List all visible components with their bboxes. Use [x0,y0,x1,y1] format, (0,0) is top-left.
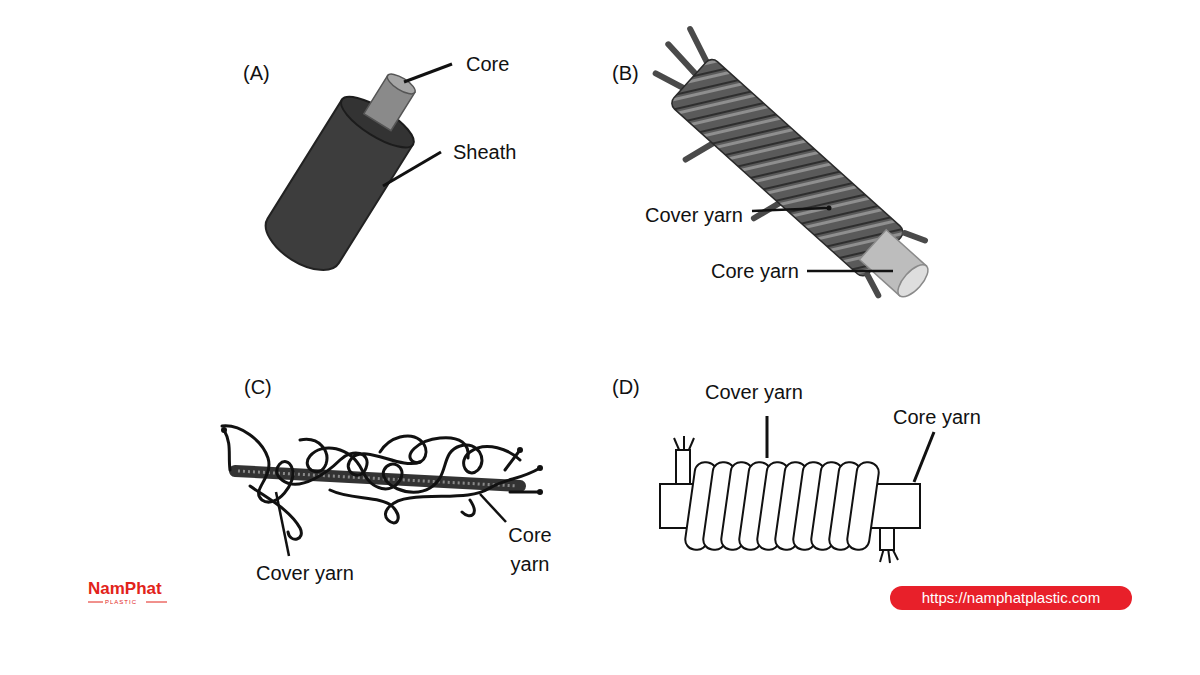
cover-fibre [330,468,540,523]
leader-line [766,416,769,458]
part-label: Core yarn [498,521,562,579]
cover-fibre [300,439,520,492]
core-face [893,260,933,302]
leader-line [914,432,934,482]
wrap-turn [846,461,880,551]
sheath-core-fibre [256,57,440,282]
url-pill [890,586,1132,610]
loose-strand [681,29,717,63]
panel-letter: (B) [612,61,639,85]
leader-dot [827,206,832,211]
cover-fibre [380,436,468,463]
leader-line [807,270,893,273]
part-label: Core yarn [711,259,799,283]
loose-strand [666,44,700,75]
part-label: Cover yarn [256,561,354,585]
wrapped-yarn [660,436,920,563]
logo-text: NamPhat [88,580,162,598]
part-label: Core [466,52,509,76]
twisted-yarn [619,25,945,333]
fibre-end [537,465,543,471]
fibre-tip [683,436,685,451]
cover-loops [222,426,540,539]
part-label: Sheath [453,140,516,164]
loose-strand [905,227,925,246]
core-face [384,70,417,97]
fibre-stub [880,526,894,550]
logo-rule [146,602,167,603]
leader-line [404,64,452,82]
panel-letter: (C) [244,375,272,399]
cover-fibre [505,450,520,470]
leader-line [383,152,441,186]
url-text: https://namphatplastic.com [890,586,1132,610]
fibre-end [537,489,543,495]
cover-fibre [510,491,540,494]
panel-letter: (D) [612,375,640,399]
cover-strands [669,56,907,279]
fibre-stub [676,450,690,486]
cover-fibre [224,430,230,470]
leader-line [276,492,289,556]
fibre-end [517,447,523,453]
loose-strand [862,275,884,296]
fibre-end [221,427,227,433]
part-label: Core yarn [893,405,981,429]
cover-fibre [462,500,474,516]
panel-letter: (A) [243,61,270,85]
leader-line [752,208,828,211]
logo-rule [88,602,103,603]
leader-line [480,494,506,522]
part-label: Cover yarn [645,203,743,227]
logo-subtext: PLASTIC [105,598,137,606]
part-label: Cover yarn [705,380,803,404]
